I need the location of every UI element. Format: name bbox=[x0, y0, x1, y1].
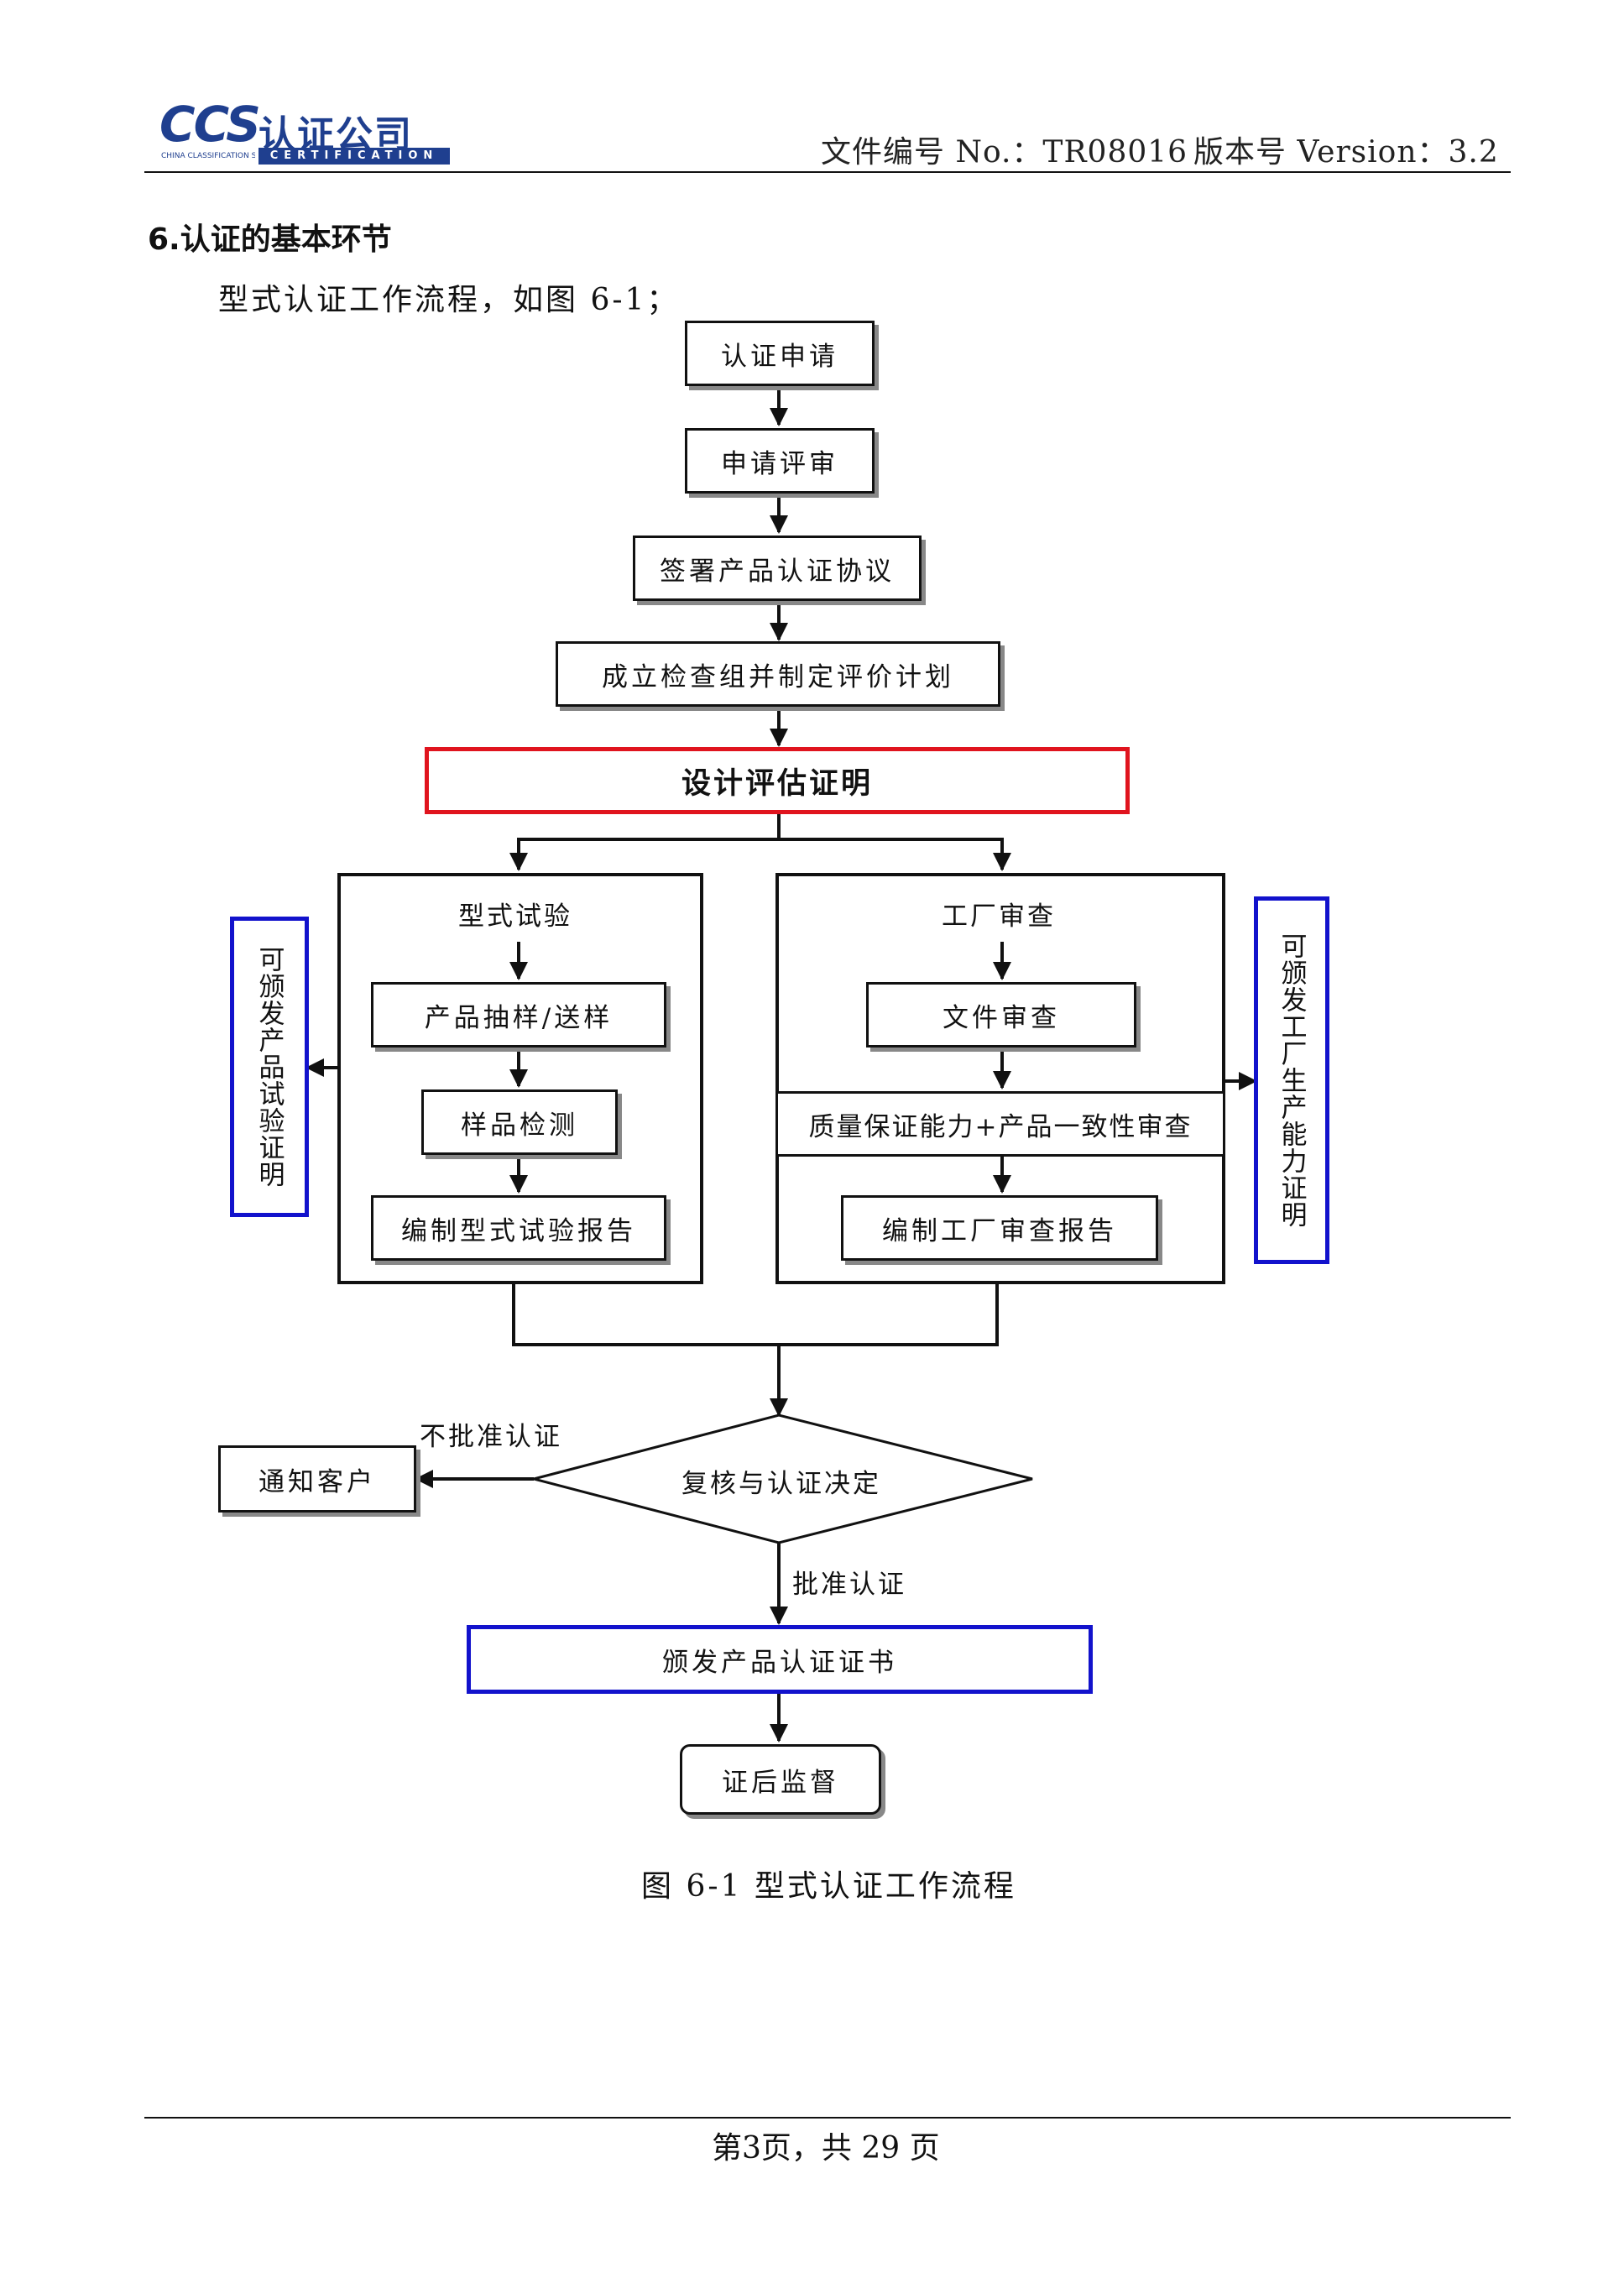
type-test-group bbox=[337, 873, 703, 1284]
header-rule bbox=[144, 171, 1511, 173]
step-apply: 认证申请 bbox=[685, 321, 875, 386]
step-issue-certificate: 颁发产品认证证书 bbox=[467, 1625, 1093, 1694]
step-review: 申请评审 bbox=[685, 428, 875, 494]
reject-label: 不批准认证 bbox=[420, 1422, 562, 1452]
decision-text: 复核与认证决定 bbox=[681, 1469, 881, 1499]
company-logo: CCS 认证公司 CHINA CLASSIFICATION SOCIETY 中国… bbox=[159, 96, 453, 168]
figure-caption: 图 6-1 型式认证工作流程 bbox=[641, 1869, 1016, 1904]
logo-small-text: CHINA CLASSIFICATION SOCIETY 中国船级社 bbox=[161, 152, 255, 160]
logo-ccs-text: CCS bbox=[159, 96, 261, 153]
approve-label: 批准认证 bbox=[792, 1570, 906, 1600]
step-document-review: 文件审查 bbox=[866, 982, 1136, 1048]
step-sample-test: 样品检测 bbox=[421, 1089, 618, 1155]
factory-audit-group bbox=[775, 873, 1225, 1284]
doc-number: 文件编号 No.：TR08016 bbox=[821, 135, 1188, 170]
factory-audit-title: 工厂审查 bbox=[942, 901, 1056, 932]
version-number: 版本号 Version：3.2 bbox=[1193, 135, 1499, 170]
decision-diamond bbox=[529, 1413, 1033, 1544]
side-factory-capability-certificate: 可颁发工厂生产能力证明 bbox=[1254, 896, 1329, 1264]
step-qa-consistency-review: 质量保证能力+产品一致性审查 bbox=[775, 1091, 1225, 1157]
step-form-team: 成立检查组并制定评价计划 bbox=[556, 641, 1000, 707]
page-number: 第3页，共 29 页 bbox=[712, 2131, 940, 2166]
footer-rule bbox=[144, 2117, 1511, 2119]
step-post-certification-supervision: 证后监督 bbox=[680, 1744, 881, 1815]
step-test-report: 编制型式试验报告 bbox=[371, 1195, 666, 1261]
section-heading: 6.认证的基本环节 bbox=[148, 222, 392, 257]
step-audit-report: 编制工厂审查报告 bbox=[841, 1195, 1158, 1261]
section-intro: 型式认证工作流程，如图 6-1； bbox=[218, 283, 680, 317]
type-test-title: 型式试验 bbox=[458, 901, 572, 932]
step-sign-agreement: 签署产品认证协议 bbox=[633, 536, 922, 601]
step-notify-client: 通知客户 bbox=[218, 1445, 416, 1513]
side-product-test-certificate: 可颁发产品试验证明 bbox=[230, 917, 309, 1217]
logo-certification-bar: CERTIFICATION bbox=[258, 148, 450, 165]
step-sampling: 产品抽样/送样 bbox=[371, 982, 666, 1048]
step-design-evaluation: 设计评估证明 bbox=[425, 747, 1130, 814]
